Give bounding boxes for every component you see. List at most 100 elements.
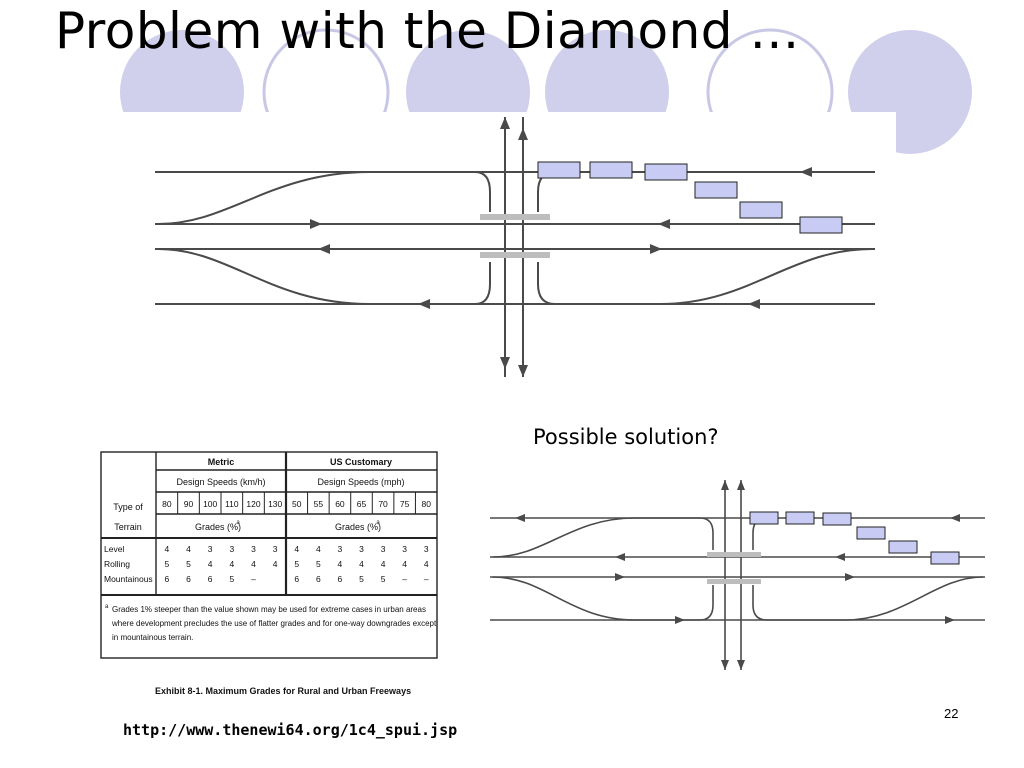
speed-cell-metric: 80 — [162, 499, 172, 509]
arrow-icon — [518, 128, 528, 140]
grade-cell-metric: 5 — [186, 559, 191, 569]
grades-exhibit-table: Metric US Customary Design Speeds (km/h)… — [100, 451, 438, 696]
grade-cell-metric: – — [251, 574, 256, 584]
grade-cell-metric: 5 — [164, 559, 169, 569]
grade-cell-us: 3 — [338, 544, 343, 554]
arrow-icon — [615, 573, 625, 581]
grade-cell-us: 4 — [294, 544, 299, 554]
arrow-icon — [318, 244, 330, 254]
grade-cell-metric: 6 — [208, 574, 213, 584]
ramp-bottom-right — [752, 576, 984, 621]
queue-car — [856, 526, 886, 540]
arrow-icon — [518, 365, 528, 377]
grade-cell-metric: 4 — [208, 559, 213, 569]
bridge-deck-top — [480, 214, 550, 220]
grade-cell-us: 5 — [294, 559, 299, 569]
arrow-icon — [950, 514, 960, 522]
speed-cell-us: 80 — [421, 499, 431, 509]
queue-car — [739, 201, 783, 219]
grade-cell-us: – — [424, 574, 429, 584]
grade-cell-metric: 4 — [186, 544, 191, 554]
interchange-diagram-problem — [155, 117, 875, 377]
grade-cell-metric: 6 — [164, 574, 169, 584]
grade-cell-us: 4 — [359, 559, 364, 569]
arrow-icon — [721, 480, 729, 490]
grades-metric-label: Grades (%) — [195, 522, 241, 532]
speed-cell-us: 75 — [400, 499, 410, 509]
grade-cell-us: 3 — [402, 544, 407, 554]
arrow-icon — [310, 219, 322, 229]
grade-cell-metric: 3 — [251, 544, 256, 554]
queue-car — [822, 512, 852, 526]
grade-cell-metric: 4 — [229, 559, 234, 569]
source-url[interactable]: http://www.thenewi64.org/1c4_spui.jsp — [123, 721, 458, 739]
speed-cell-metric: 130 — [268, 499, 282, 509]
interchange-diagram-solution — [490, 480, 985, 670]
grade-cell-metric: 3 — [273, 544, 278, 554]
queue-car — [785, 511, 815, 525]
grades-metric-sup: a — [236, 520, 240, 526]
grades-us-label: Grades (%) — [335, 522, 381, 532]
speed-cell-us: 55 — [314, 499, 324, 509]
speed-cell-metric: 90 — [184, 499, 194, 509]
bridge-deck-bottom — [707, 579, 761, 584]
queue-car — [537, 161, 581, 179]
grade-cell-metric: 6 — [186, 574, 191, 584]
arrow-icon — [800, 167, 812, 177]
grade-cell-us: 5 — [316, 559, 321, 569]
grade-cell-us: 6 — [294, 574, 299, 584]
queue-car — [799, 216, 843, 234]
terrain-row-label: Mountainous — [104, 574, 153, 584]
arrow-icon — [418, 299, 430, 309]
ramp-bottom-right — [537, 248, 873, 305]
ramp-bottom-left — [492, 576, 714, 621]
arrow-icon — [737, 660, 745, 670]
speed-cell-metric: 120 — [246, 499, 260, 509]
arrow-icon — [945, 616, 955, 624]
solution-caption: Possible solution? — [533, 425, 719, 449]
queue-car — [589, 161, 633, 179]
grade-cell-us: 6 — [316, 574, 321, 584]
arrow-icon — [845, 573, 855, 581]
ramp-top-left — [157, 171, 491, 225]
grade-cell-us: 4 — [338, 559, 343, 569]
grade-cell-metric: 3 — [208, 544, 213, 554]
grade-cell-us: 4 — [402, 559, 407, 569]
table-border — [100, 451, 438, 659]
header-metric: Metric — [208, 457, 235, 467]
arrow-icon — [650, 244, 662, 254]
grade-cell-metric: 3 — [229, 544, 234, 554]
arrow-icon — [721, 660, 729, 670]
terrain-row-label: Rolling — [104, 559, 130, 569]
slide-title: Problem with the Diamond … — [55, 2, 800, 60]
arrow-icon — [515, 514, 525, 522]
grade-cell-us: 4 — [381, 559, 386, 569]
queue-car — [644, 163, 688, 181]
terrain-label: Terrain — [114, 522, 142, 532]
terrain-row-label: Level — [104, 544, 124, 554]
speed-cell-metric: 110 — [225, 499, 239, 509]
queue-car — [694, 181, 738, 199]
speed-cell-us: 60 — [335, 499, 345, 509]
bridge-deck-top — [707, 552, 761, 557]
arrow-icon — [737, 480, 745, 490]
grades-us-sup: a — [376, 520, 380, 526]
arrow-icon — [835, 553, 845, 561]
ramp-bottom-left — [157, 248, 491, 305]
speed-cell-us: 50 — [292, 499, 302, 509]
grade-cell-metric: 4 — [251, 559, 256, 569]
grade-cell-us: 4 — [316, 544, 321, 554]
grade-cell-us: 5 — [359, 574, 364, 584]
header-us: US Customary — [330, 457, 392, 467]
footnote-line-2: where development precludes the use of f… — [111, 619, 437, 628]
arrow-icon — [500, 357, 510, 369]
grade-cell-metric: 4 — [164, 544, 169, 554]
arrow-icon — [658, 219, 670, 229]
speed-cell-us: 70 — [378, 499, 388, 509]
arrow-icon — [500, 117, 510, 129]
page-number: 22 — [944, 706, 959, 721]
queue-car — [930, 551, 960, 565]
grade-cell-us: 3 — [359, 544, 364, 554]
footnote-line-1: Grades 1% steeper than the value shown m… — [112, 605, 426, 614]
